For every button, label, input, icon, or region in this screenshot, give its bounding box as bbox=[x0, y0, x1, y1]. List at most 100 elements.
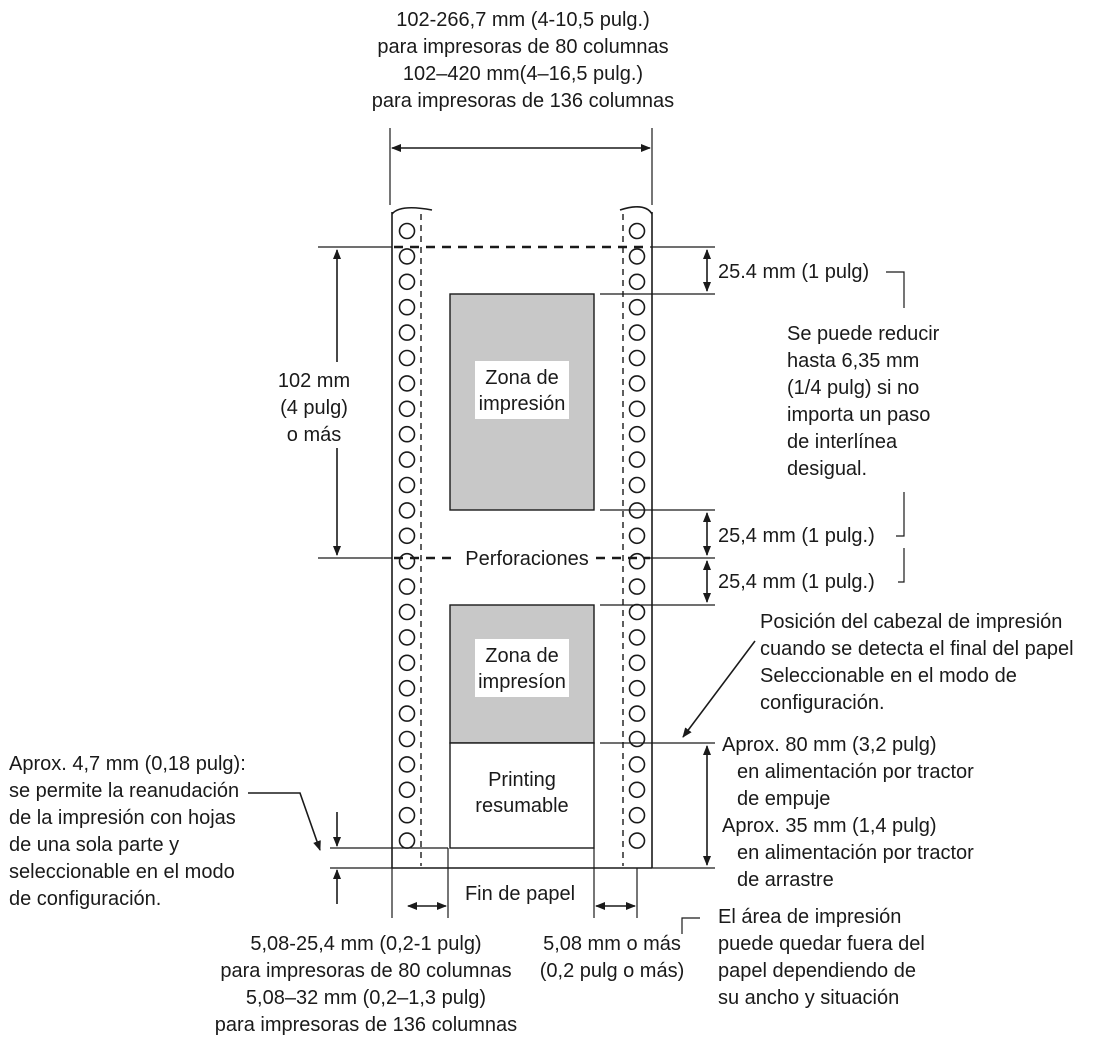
sprocket-hole bbox=[628, 375, 646, 392]
bottom-left-line3: 5,08–32 mm (0,2–1,3 pulg) bbox=[246, 987, 486, 1009]
reduce-note-line6: desigual. bbox=[787, 458, 867, 480]
sprocket-hole bbox=[628, 629, 646, 646]
approx-right-line1: Aprox. 80 mm (3,2 pulg) bbox=[722, 734, 937, 756]
approx-right-line6: de arrastre bbox=[737, 869, 834, 891]
bottom-left-note: 5,08-25,4 mm (0,2-1 pulg) para impresora… bbox=[215, 933, 517, 1036]
top-width-line4: para impresoras de 136 columnas bbox=[372, 90, 674, 112]
sprocket-hole bbox=[398, 273, 416, 291]
approx-right-line3: de empuje bbox=[737, 788, 830, 810]
sprocket-hole bbox=[398, 248, 416, 265]
head-position-line2: cuando se detecta el final del papel bbox=[760, 638, 1074, 660]
sprocket-hole bbox=[398, 400, 416, 418]
approx-left-line1: Aprox. 4,7 mm (0,18 pulg): bbox=[9, 753, 246, 775]
reduce-note-line3: (1/4 pulg) si no bbox=[787, 377, 919, 399]
approx-left-line4: de una sola parte y bbox=[9, 834, 179, 856]
bottom-left-line2: para impresoras de 80 columnas bbox=[220, 960, 511, 982]
top-margin-bracket bbox=[886, 271, 905, 308]
resumable-line1: Printing bbox=[488, 769, 556, 791]
perforation-label: Perforaciones bbox=[465, 548, 588, 570]
sprocket-hole bbox=[398, 705, 416, 722]
sprocket-hole bbox=[628, 273, 646, 291]
approx-right-line4: Aprox. 35 mm (1,4 pulg) bbox=[722, 815, 937, 837]
sprocket-hole bbox=[398, 781, 416, 799]
sprocket-hole bbox=[398, 451, 416, 468]
sprocket-hole bbox=[628, 298, 646, 316]
bottom-right-line3: papel dependiendo de bbox=[718, 960, 916, 982]
bottom-mid-line1: 5,08 mm o más bbox=[543, 933, 681, 955]
top-margin-label: 25.4 mm (1 pulg) bbox=[718, 261, 869, 283]
top-width-label: 102-266,7 mm (4-10,5 pulg.) para impreso… bbox=[372, 9, 674, 112]
sprocket-hole bbox=[628, 781, 646, 799]
sprocket-hole bbox=[628, 400, 646, 418]
print-zone-2 bbox=[449, 604, 595, 744]
top-width-line1: 102-266,7 mm (4-10,5 pulg.) bbox=[396, 9, 649, 31]
zone1-label-line2: impresión bbox=[479, 393, 566, 415]
top-width-line3: 102–420 mm(4–16,5 pulg.) bbox=[403, 63, 643, 85]
sprocket-hole bbox=[628, 603, 646, 621]
sprocket-hole bbox=[398, 756, 416, 773]
bottom-right-line1: El área de impresión bbox=[718, 906, 901, 928]
left-sprocket-holes bbox=[398, 222, 416, 849]
approx-left-leader bbox=[248, 792, 321, 851]
paper-outline bbox=[391, 206, 653, 869]
sprocket-hole bbox=[628, 349, 646, 367]
bottom-margin-label-1: 25,4 mm (1 pulg.) bbox=[718, 525, 875, 547]
printing-resumable-zone bbox=[449, 742, 595, 849]
sprocket-hole bbox=[398, 603, 416, 621]
zone2-label-line2: impresíon bbox=[478, 671, 566, 693]
sprocket-hole bbox=[628, 425, 646, 443]
zone1-label-line1: Zona de bbox=[485, 367, 558, 389]
top-width-line2: para impresoras de 80 columnas bbox=[377, 36, 668, 58]
sprocket-hole bbox=[398, 502, 416, 519]
sprocket-hole bbox=[398, 832, 416, 849]
sprocket-hole bbox=[398, 679, 416, 697]
sprocket-hole bbox=[628, 222, 646, 240]
head-position-line4: configuración. bbox=[760, 692, 885, 714]
sprocket-hole bbox=[398, 527, 416, 545]
end-of-paper-label: Fin de papel bbox=[465, 883, 575, 905]
bottom-margin-label-2: 25,4 mm (1 pulg.) bbox=[718, 571, 875, 593]
sprocket-hole bbox=[398, 806, 416, 824]
bottom-right-line2: puede quedar fuera del bbox=[718, 933, 925, 955]
bottom-right-line4: su ancho y situación bbox=[718, 987, 899, 1009]
sprocket-hole bbox=[628, 527, 646, 545]
approx-left-note: Aprox. 4,7 mm (0,18 pulg): se permite la… bbox=[9, 753, 246, 910]
reduce-note-line1: Se puede reducir bbox=[787, 323, 940, 345]
height-label-line1: 102 mm bbox=[278, 370, 350, 392]
sprocket-hole bbox=[628, 476, 646, 494]
height-label-bg bbox=[270, 362, 360, 448]
approx-right-line5: en alimentación por tractor bbox=[737, 842, 974, 864]
zone1-label-bg bbox=[475, 361, 569, 419]
sprocket-hole bbox=[628, 730, 646, 748]
bottom-right-note: El área de impresión puede quedar fuera … bbox=[718, 906, 925, 1009]
approx-right-line2: en alimentación por tractor bbox=[737, 761, 974, 783]
bottom-right-bracket bbox=[681, 917, 700, 934]
sprocket-hole bbox=[628, 679, 646, 697]
reduce-note-line5: de interlínea bbox=[787, 431, 898, 453]
bottom-mid-line2: (0,2 pulg o más) bbox=[540, 960, 685, 982]
sprocket-hole bbox=[398, 425, 416, 443]
sprocket-hole bbox=[628, 654, 646, 672]
sprocket-hole bbox=[628, 451, 646, 468]
approx-right-note: Aprox. 80 mm (3,2 pulg) en alimentación … bbox=[722, 734, 974, 891]
sprocket-hole bbox=[398, 654, 416, 672]
sprocket-hole bbox=[628, 552, 646, 570]
approx-left-line5: seleccionable en el modo bbox=[9, 861, 235, 883]
sprocket-hole bbox=[398, 552, 416, 570]
sprocket-hole bbox=[628, 705, 646, 722]
bottom-mid-note: 5,08 mm o más (0,2 pulg o más) bbox=[540, 933, 685, 982]
bottom-left-line1: 5,08-25,4 mm (0,2-1 pulg) bbox=[250, 933, 481, 955]
sprocket-hole bbox=[398, 324, 416, 341]
sprocket-hole bbox=[628, 324, 646, 341]
reduce-note: Se puede reducir hasta 6,35 mm (1/4 pulg… bbox=[787, 323, 940, 480]
sprocket-hole bbox=[398, 298, 416, 316]
sprocket-hole bbox=[628, 578, 646, 595]
zone2-label-line1: Zona de bbox=[485, 645, 558, 667]
head-position-arrow bbox=[682, 640, 756, 738]
sprocket-hole bbox=[398, 730, 416, 748]
approx-left-line2: se permite la reanudación bbox=[9, 780, 239, 802]
reduce-note-line2: hasta 6,35 mm bbox=[787, 350, 919, 372]
reduce-note-line4: importa un paso bbox=[787, 404, 930, 426]
head-position-note: Posición del cabezal de impresión cuando… bbox=[760, 611, 1074, 714]
